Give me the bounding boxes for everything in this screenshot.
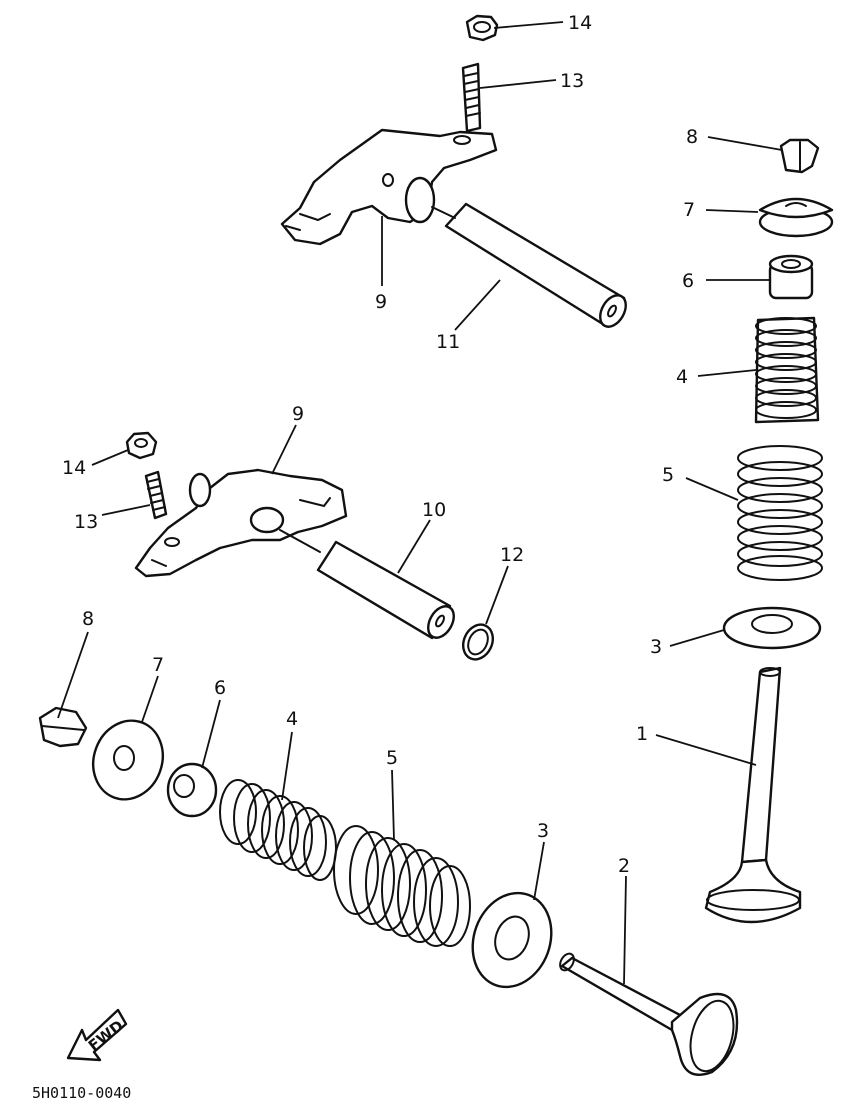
callout-right-seat: 3 — [650, 636, 662, 658]
right-spring-seat — [722, 606, 822, 650]
callout-right-cotter: 8 — [686, 126, 698, 148]
callout-lower-adjuster: 13 — [74, 511, 98, 533]
upper-rocker-arm — [280, 128, 498, 246]
lower-nut — [125, 431, 158, 460]
right-inner-spring — [754, 316, 820, 424]
bottom-inner-spring — [219, 779, 337, 881]
bottom-stem-seal — [166, 762, 218, 818]
callout-right-valve: 1 — [636, 723, 648, 745]
callout-lower-nut: 14 — [62, 457, 86, 479]
callout-bottom-retainer: 7 — [152, 654, 164, 676]
right-stem-seal — [768, 254, 814, 300]
upper-rocker-shaft — [431, 202, 627, 328]
callout-o-ring: 12 — [500, 544, 524, 566]
lower-rocker-arm — [134, 468, 348, 578]
callout-upper-rocker-shaft: 11 — [436, 331, 460, 353]
leader-lines — [57, 21, 783, 985]
bottom-outer-spring — [333, 825, 471, 947]
callout-bottom-seat: 3 — [537, 820, 549, 842]
bottom-spring-seat — [471, 891, 553, 989]
bottom-valve-cotter — [38, 706, 88, 748]
lower-adjuster-screw — [144, 470, 168, 520]
callout-right-inner-spring: 4 — [676, 366, 688, 388]
callout-bottom-seal: 6 — [214, 677, 226, 699]
right-valve — [704, 666, 802, 924]
callout-upper-rocker-arm: 9 — [375, 291, 387, 313]
bottom-spring-retainer — [92, 719, 164, 801]
callout-bottom-outer-spring: 5 — [386, 747, 398, 769]
figure-code: 5H0110-0040 — [32, 1084, 131, 1102]
upper-adjuster-screw — [461, 62, 482, 133]
right-outer-spring — [737, 445, 823, 581]
lower-rocker-shaft — [279, 529, 455, 640]
right-valve-cotter — [779, 138, 820, 174]
o-ring — [462, 623, 494, 661]
callout-bottom-inner-spring: 4 — [286, 708, 298, 730]
callout-upper-adjuster: 13 — [560, 70, 584, 92]
callout-lower-rocker-shaft: 10 — [422, 499, 446, 521]
upper-nut — [465, 14, 499, 42]
fwd-arrow-icon: FWD — [66, 1008, 128, 1062]
callout-lower-rocker-arm: 9 — [292, 403, 304, 425]
callout-upper-nut: 14 — [568, 12, 592, 34]
bottom-valve — [559, 952, 739, 1076]
callout-bottom-cotter: 8 — [82, 608, 94, 630]
callout-right-outer-spring: 5 — [662, 464, 674, 486]
right-spring-retainer — [758, 197, 834, 238]
callout-bottom-valve: 2 — [618, 855, 630, 877]
callout-right-seal: 6 — [682, 270, 694, 292]
callout-right-retainer: 7 — [683, 199, 695, 221]
